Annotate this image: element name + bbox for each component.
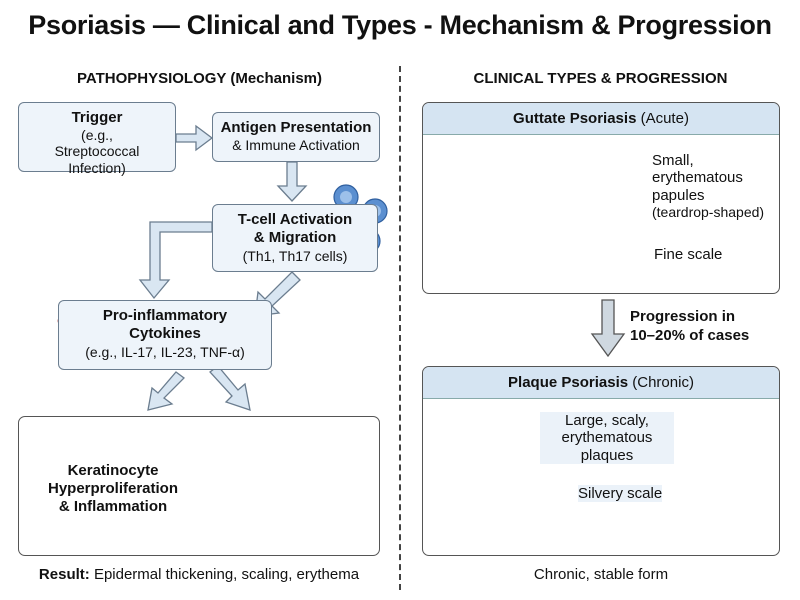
keratinocyte-line1: Keratinocyte — [67, 462, 159, 479]
trigger-box: Trigger (e.g., Streptococcal Infection) — [18, 102, 176, 176]
cytokines-title-line2: Cytokines — [129, 325, 201, 343]
progression-label: Progression in 10–20% of cases — [630, 308, 749, 346]
keratinocyte-line3: & Inflammation — [58, 498, 168, 515]
guttate-papules-line3: papules — [652, 186, 705, 204]
trigger-title: Trigger — [71, 109, 123, 126]
plaque-label: Large, scaly, erythematous plaques — [540, 412, 674, 464]
arrow-cytokines-to-keratinocyte-right — [209, 365, 251, 411]
progression-line1: Progression in — [630, 308, 736, 325]
tcell-title-line2: & Migration — [253, 229, 337, 247]
tcell-detail: (Th1, Th17 cells) — [242, 247, 348, 264]
guttate-scale-label: Fine scale — [654, 246, 723, 263]
cytokines-detail: (e.g., IL-17, IL-23, TNF-α) — [85, 343, 245, 360]
guttate-panel: Guttate Psoriasis (Acute) — [422, 102, 780, 294]
trigger-detail: (e.g., Streptococcal Infection) — [54, 127, 140, 176]
keratinocyte-line2: Hyperproliferation — [47, 480, 179, 497]
guttate-phase: (Acute) — [640, 110, 689, 127]
arrow-antigen-to-tcell — [276, 161, 308, 202]
plaque-name: Plaque Psoriasis — [508, 374, 629, 391]
progression-arrow — [590, 299, 626, 358]
antigen-title: Antigen Presentation — [220, 119, 372, 136]
plaque-scale-label: Silvery scale — [578, 485, 663, 503]
plaque-footer: Chronic, stable form — [533, 566, 669, 583]
plaque-label-line3: plaques — [580, 446, 634, 464]
page-title: Psoriasis — Clinical and Types - Mechani… — [28, 10, 772, 40]
plaque-phase: (Chronic) — [632, 374, 694, 391]
tcell-box: T-cell Activation & Migration (Th1, Th17… — [212, 204, 378, 272]
left-section-heading: PATHOPHYSIOLOGY (Mechanism) — [76, 70, 323, 87]
right-section-heading: CLINICAL TYPES & PROGRESSION — [473, 70, 728, 87]
result-label: Result: — [38, 566, 90, 583]
section-divider — [399, 66, 401, 590]
progression-line2: 10–20% of cases — [630, 326, 750, 344]
guttate-papules-line2: erythematous — [652, 169, 743, 187]
antigen-detail: & Immune Activation — [232, 137, 360, 154]
plaque-label-line1: Large, scaly, — [565, 412, 649, 429]
guttate-papules-line1: Small, — [652, 152, 694, 169]
guttate-panel-header: Guttate Psoriasis (Acute) — [423, 103, 779, 135]
guttate-papules-line4: (teardrop-shaped) — [652, 203, 765, 220]
cytokines-title-line1: Pro-inflammatory — [102, 307, 228, 324]
keratinocyte-box — [18, 416, 380, 556]
cytokines-box: Pro-inflammatory Cytokines (e.g., IL-17,… — [58, 300, 272, 370]
arrow-tcell-to-cytokines-left — [138, 221, 213, 300]
arrow-cytokines-to-keratinocyte-left — [147, 371, 185, 411]
tcell-title-line1: T-cell Activation — [237, 211, 353, 228]
guttate-name: Guttate Psoriasis — [513, 110, 637, 127]
plaque-panel-header: Plaque Psoriasis (Chronic) — [423, 367, 779, 399]
result-text: Result: Epidermal thickening, scaling, e… — [18, 566, 380, 583]
keratinocyte-label: Keratinocyte Hyperproliferation & Inflam… — [28, 462, 198, 516]
result-description: Epidermal thickening, scaling, erythema — [93, 566, 360, 583]
plaque-label-line2: erythematous — [561, 429, 653, 447]
guttate-papules-label: Small, erythematous papules (teardrop-sh… — [652, 152, 764, 221]
arrow-trigger-to-antigen — [175, 124, 214, 152]
antigen-box: Antigen Presentation & Immune Activation — [212, 112, 380, 162]
